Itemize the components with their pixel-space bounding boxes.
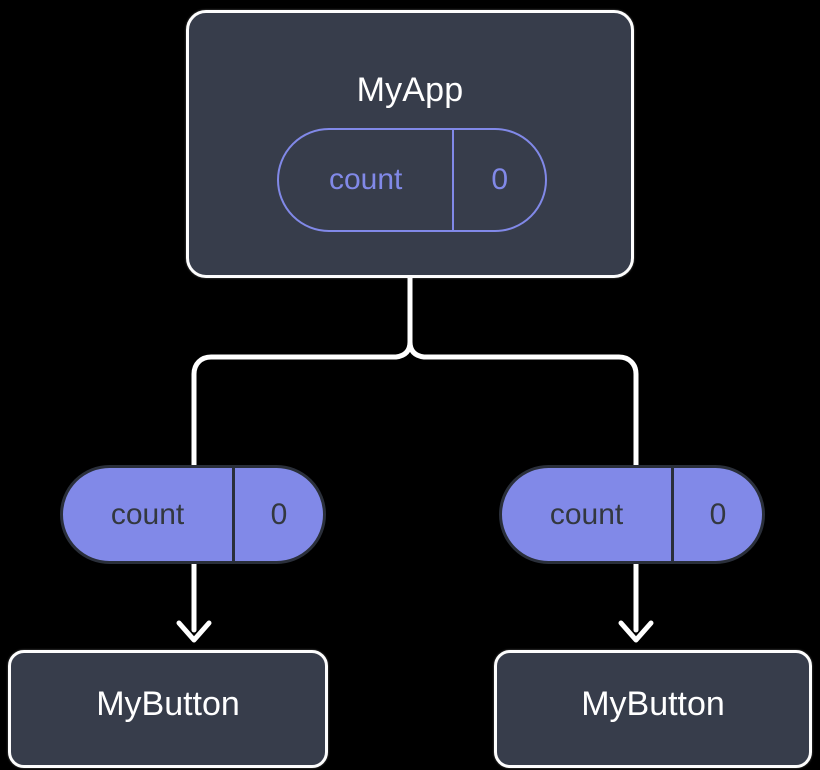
component-title-mybutton-left: MyButton xyxy=(96,685,240,723)
fork-connector-right xyxy=(407,275,639,473)
state-pill-branch-left-key: count xyxy=(110,497,185,531)
arrow-right-head xyxy=(618,620,654,643)
state-pill-root-value: 0 xyxy=(452,130,545,230)
component-card-mybutton-left[interactable]: MyButton xyxy=(8,650,328,768)
state-pill-branch-left-value: 0 xyxy=(232,468,323,561)
component-title-mybutton-right: MyButton xyxy=(581,685,725,723)
state-pill-root[interactable]: count 0 xyxy=(277,128,547,232)
state-pill-branch-left[interactable]: count 0 xyxy=(60,465,326,564)
fork-connector xyxy=(191,275,413,473)
component-card-myapp[interactable]: MyApp xyxy=(186,10,634,278)
component-title-myapp: MyApp xyxy=(356,71,464,109)
component-card-mybutton-right[interactable]: MyButton xyxy=(494,650,812,768)
state-pill-root-key: count xyxy=(328,163,403,196)
state-pill-branch-right-value: 0 xyxy=(671,468,762,561)
arrow-left-head xyxy=(176,620,212,643)
state-pill-branch-right-key: count xyxy=(549,497,624,531)
state-pill-branch-right[interactable]: count 0 xyxy=(499,465,765,564)
